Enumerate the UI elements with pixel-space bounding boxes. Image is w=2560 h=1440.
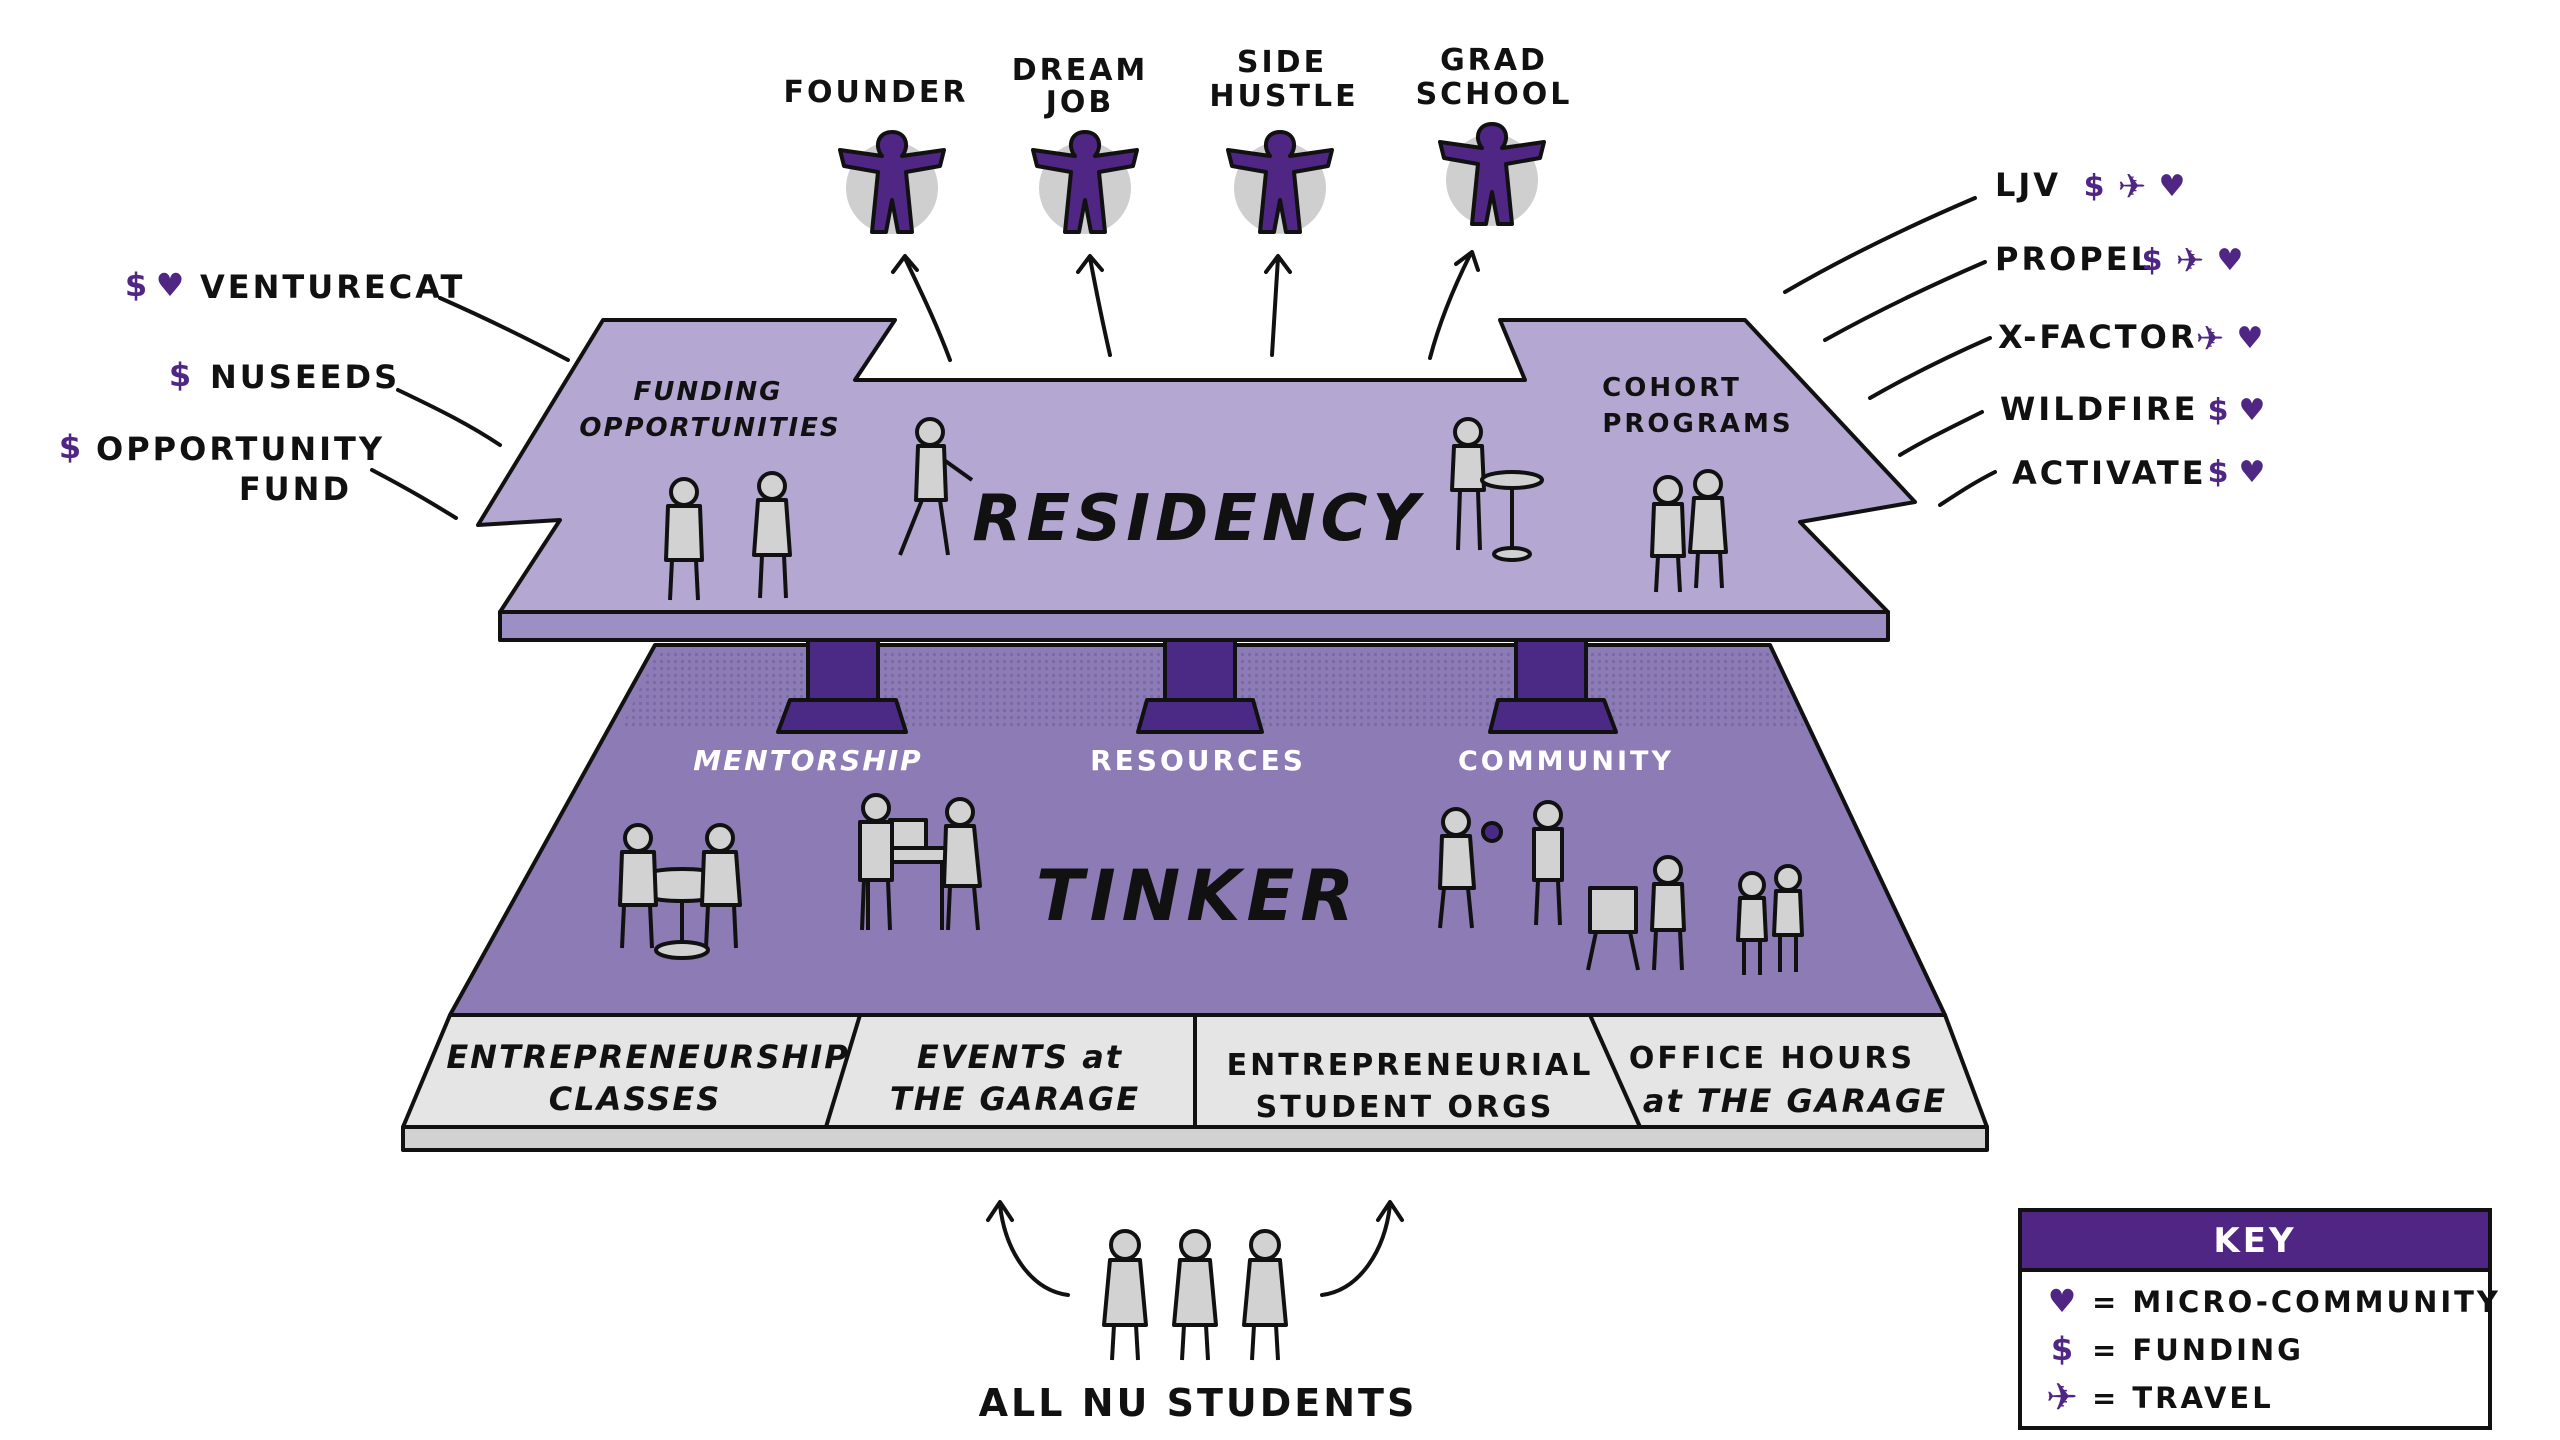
travel-icon: ✈ xyxy=(2046,1375,2078,1419)
arrow-to-side-hustle xyxy=(1264,254,1292,357)
outcome-label-side-hustle-line1: SIDE xyxy=(1237,45,1327,80)
outcome-arrows xyxy=(891,250,1480,362)
funding-program-label-nuseeds: NUSEEDS xyxy=(210,358,400,396)
cohort-program-wildfire: WILDFIRE $ ♥ xyxy=(1898,390,2266,457)
foundation-label-events-line1: EVENTS at xyxy=(917,1038,1123,1076)
funding-program-venturecat: $ ♥ VENTURECAT xyxy=(125,266,570,362)
funding-program-label-opportunity-line1: OPPORTUNITY xyxy=(96,430,385,468)
funding-icon: $ xyxy=(2084,169,2105,204)
legend-label-travel: = TRAVEL xyxy=(2092,1381,2274,1415)
cohort-program-x-factor: X-FACTOR ✈ ♥ xyxy=(1868,318,2264,400)
foundation-label-office-hours-line1: OFFICE HOURS xyxy=(1629,1041,1915,1076)
outcome-label-dream-job-line1: DREAM xyxy=(1012,53,1149,88)
legend-key: KEY ♥ = MICRO-COMMUNITY $ = FUNDING ✈ = … xyxy=(2018,1208,2501,1430)
funding-program-opportunity-fund: $ OPPORTUNITY FUND xyxy=(59,428,458,520)
funding-icon: $ xyxy=(2208,455,2229,490)
cohort-program-activate: ACTIVATE $ ♥ xyxy=(1938,454,2266,507)
outcome-label-grad-school-line1: GRAD xyxy=(1440,43,1548,78)
funding-opportunities-label-line2: OPPORTUNITIES xyxy=(579,413,840,443)
cohort-program-propel: PROPEL $ ✈ ♥ xyxy=(1823,240,2244,342)
tinker-presentation xyxy=(1586,855,1804,975)
funding-program-label-venturecat: VENTURECAT xyxy=(200,268,465,306)
arrow-up-right xyxy=(1320,1200,1404,1297)
foundation-label-orgs-line1: ENTREPRENEURIAL xyxy=(1227,1048,1594,1083)
cohort-program-label-wildfire: WILDFIRE xyxy=(2000,390,2198,428)
residency-title: RESIDENCY xyxy=(972,482,1424,556)
legend-label-micro-community: = MICRO-COMMUNITY xyxy=(2092,1285,2501,1319)
pillar-label-resources: RESOURCES xyxy=(1090,744,1306,777)
micro-community-icon: ♥ xyxy=(2239,393,2266,428)
arrow-to-dream-job xyxy=(1076,254,1112,357)
legend-label-funding: = FUNDING xyxy=(2092,1333,2304,1367)
legend-title: KEY xyxy=(2213,1221,2296,1261)
residency-people-funding xyxy=(664,471,792,601)
residency-people-cohort xyxy=(1650,469,1728,593)
funding-icon: $ xyxy=(2208,393,2229,428)
arrow-up-left xyxy=(986,1200,1070,1297)
cohort-program-label-propel: PROPEL xyxy=(1995,240,2154,278)
residency-person-at-high-table xyxy=(1450,417,1544,562)
funding-icon: $ xyxy=(2051,1330,2073,1368)
outcome-label-dream-job-line2: JOB xyxy=(1044,85,1115,120)
funding-icon: $ xyxy=(169,356,191,394)
micro-community-icon: ♥ xyxy=(2237,321,2264,356)
pillar-label-community: COMMUNITY xyxy=(1458,746,1674,777)
arrow-to-grad-school xyxy=(1428,250,1480,360)
cohort-program-label-ljv: LJV xyxy=(1995,166,2061,204)
outcome-label-founder-line1: FOUNDER xyxy=(784,75,969,110)
micro-community-icon: ♥ xyxy=(2217,243,2244,278)
travel-icon: ✈ xyxy=(2196,319,2225,359)
outcome-label-grad-school-line2: SCHOOL xyxy=(1416,77,1573,112)
residency-platform xyxy=(476,318,1917,642)
funding-icon: $ xyxy=(2142,243,2163,278)
residency-surface xyxy=(476,318,1917,614)
tinker-surface xyxy=(448,643,1947,1017)
students-group xyxy=(1102,1229,1288,1361)
funding-program-label-opportunity-line2: FUND xyxy=(239,470,352,508)
tinker-platform xyxy=(401,643,1989,1152)
foundation-label-office-hours-line2: at THE GARAGE xyxy=(1643,1082,1947,1120)
foundation-label-events-line2: THE GARAGE xyxy=(890,1080,1140,1118)
cohort-program-label-activate: ACTIVATE xyxy=(2012,454,2207,492)
outcome-founder xyxy=(838,130,946,234)
foundation-label-classes-line1: ENTREPRENEURSHIP xyxy=(446,1038,849,1076)
outcome-label-side-hustle-line2: HUSTLE xyxy=(1209,79,1358,114)
micro-community-icon: ♥ xyxy=(156,266,185,304)
cohort-program-label-x-factor: X-FACTOR xyxy=(1998,318,2197,356)
outcome-side-hustle xyxy=(1226,130,1334,234)
tinker-people-at-table xyxy=(618,823,742,960)
micro-community-icon: ♥ xyxy=(2048,1282,2077,1320)
residency-person-walking xyxy=(898,417,974,556)
students-arrows xyxy=(986,1200,1404,1297)
funding-program-nuseeds: $ NUSEEDS xyxy=(169,356,502,447)
outcome-dream-job xyxy=(1031,130,1139,234)
tinker-title: TINKER xyxy=(1036,855,1360,937)
foundation-label-orgs-line2: STUDENT ORGS xyxy=(1256,1090,1555,1125)
tinker-people-at-workbench xyxy=(858,793,982,931)
micro-community-icon: ♥ xyxy=(2239,455,2266,490)
cohort-program-ljv: LJV $ ✈ ♥ xyxy=(1783,166,2186,294)
funding-icon: $ xyxy=(125,266,147,304)
cohort-programs-label-line1: COHORT xyxy=(1602,373,1742,403)
foundation-label-classes-line2: CLASSES xyxy=(549,1080,722,1118)
funding-icon: $ xyxy=(59,428,81,466)
travel-icon: ✈ xyxy=(2176,241,2205,281)
micro-community-icon: ♥ xyxy=(2159,169,2186,204)
cohort-programs-label-line2: PROGRAMS xyxy=(1602,409,1793,439)
students-label: ALL NU STUDENTS xyxy=(979,1381,1418,1425)
tinker-people-talking xyxy=(1438,800,1564,929)
outcome-grad-school xyxy=(1438,122,1546,226)
travel-icon: ✈ xyxy=(2118,167,2147,207)
arrow-to-founder xyxy=(891,254,952,362)
pillar-label-mentorship: MENTORSHIP xyxy=(693,744,922,777)
funding-opportunities-label-line1: FUNDING xyxy=(634,377,783,407)
